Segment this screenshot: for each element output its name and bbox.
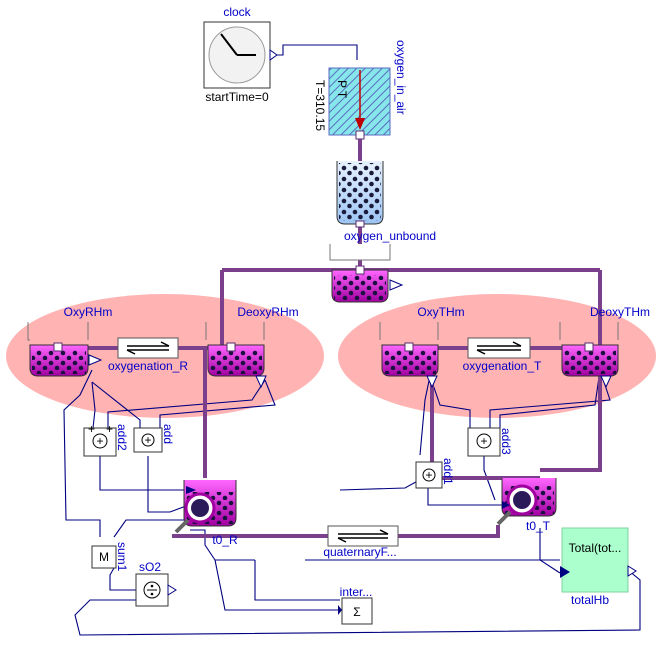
add2-block[interactable]: + + + bbox=[83, 422, 117, 457]
hbr-input-arrow bbox=[186, 486, 196, 494]
add2-plus: + bbox=[96, 434, 103, 448]
clock-start-time: startTime=0 bbox=[205, 90, 269, 104]
add1-plus: + bbox=[425, 468, 432, 482]
deoxy-thm-beaker[interactable] bbox=[559, 322, 619, 389]
oxy-rhm-label: OxyRHm bbox=[64, 305, 113, 319]
deoxy-rhm-beaker[interactable] bbox=[205, 322, 267, 389]
sum1-label: sum1 bbox=[115, 542, 129, 572]
oxygenation-r-label: oxygenation_R bbox=[108, 359, 188, 373]
oxy-rhm-beaker[interactable] bbox=[27, 322, 103, 377]
add3-plus: + bbox=[480, 434, 487, 448]
add2-plus-in2: + bbox=[106, 422, 113, 436]
t0-r-label: t0_R bbox=[212, 533, 238, 547]
temperature-label: T=310.15 bbox=[313, 80, 327, 131]
deoxy-rhm-label: DeoxyRHm bbox=[237, 305, 298, 319]
total-hb-label: totalHb bbox=[571, 593, 609, 607]
sum1-block[interactable]: M bbox=[91, 545, 117, 569]
deoxy-thm-label: DeoxyTHm bbox=[590, 305, 650, 319]
total-hb-block[interactable] bbox=[560, 527, 637, 593]
add1-block[interactable]: + bbox=[415, 461, 443, 489]
inter-input-arrow bbox=[338, 605, 342, 615]
t0-t-label: t0_T bbox=[526, 519, 551, 533]
clock-label: clock bbox=[223, 5, 251, 19]
add-plus: + bbox=[144, 433, 151, 447]
total-block-text: Total(tot... bbox=[569, 541, 622, 555]
clock-block[interactable] bbox=[203, 21, 278, 89]
oxygenation-t-label: oxygenation_T bbox=[463, 359, 542, 373]
oxygenation-r-reaction[interactable] bbox=[117, 337, 179, 359]
quaternary-form-label: quaternaryF... bbox=[323, 545, 396, 559]
oxy-thm-label: OxyTHm bbox=[417, 305, 464, 319]
oxygen-dissolution-beaker[interactable] bbox=[336, 161, 384, 228]
oxygen-unbound-beaker[interactable] bbox=[329, 244, 404, 303]
add2-label: add2 bbox=[115, 424, 129, 451]
hbt-input-arrow bbox=[502, 501, 510, 509]
add-block[interactable]: + bbox=[133, 427, 163, 453]
oxy-thm-beaker[interactable] bbox=[379, 322, 439, 389]
so2-label: sO2 bbox=[139, 560, 161, 574]
add-label: add bbox=[161, 424, 175, 444]
oxygen-in-air-block[interactable] bbox=[328, 67, 391, 140]
oxygenation-t-reaction[interactable] bbox=[467, 337, 531, 359]
pt-label: P T bbox=[335, 80, 349, 99]
add3-label: add3 bbox=[499, 428, 513, 455]
sum1-symbol: M bbox=[99, 550, 109, 564]
oxygen-in-air-label: oxygen_in_air bbox=[394, 40, 408, 115]
hemoglobin-r-macromolecule[interactable] bbox=[174, 480, 237, 534]
add1-label: add1 bbox=[441, 458, 455, 485]
quaternary-form-reaction[interactable] bbox=[327, 525, 399, 547]
inter-sum-block[interactable]: Σ bbox=[341, 597, 373, 625]
so2-block[interactable] bbox=[135, 573, 177, 607]
oxygen-unbound-label: oxygen_unbound bbox=[344, 229, 436, 243]
hemoglobin-t-macromolecule[interactable] bbox=[496, 478, 557, 526]
inter-sigma: Σ bbox=[353, 605, 360, 619]
add2-plus-in1: + bbox=[88, 422, 95, 436]
inter-label: inter... bbox=[340, 585, 373, 599]
add3-block[interactable]: + bbox=[467, 427, 501, 457]
